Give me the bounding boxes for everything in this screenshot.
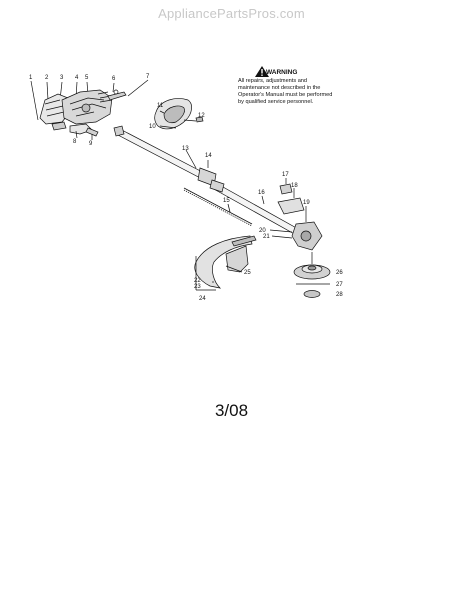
part-label-6: 6: [112, 76, 116, 82]
watermark-text: AppliancePartsPros.com: [158, 6, 305, 21]
part-label-26: 26: [336, 270, 343, 276]
recoil-cover-drawing: [154, 98, 204, 130]
part-label-15: 15: [223, 198, 230, 204]
part-label-10: 10: [149, 124, 156, 130]
warning-triangle-icon: [255, 66, 269, 77]
part-label-24: 24: [199, 296, 206, 302]
warning-title: WARNING: [266, 69, 298, 76]
part-label-12: 12: [198, 113, 205, 119]
warning-text: All repairs, adjustments and maintenance…: [238, 78, 333, 105]
part-label-23: 23: [194, 284, 201, 290]
flex-cable-drawing: [183, 187, 253, 227]
part-label-18: 18: [291, 183, 298, 189]
part-label-27: 27: [336, 282, 343, 288]
cutting-head-drawing: [293, 252, 331, 298]
shaft-clamp-drawing: [277, 178, 305, 215]
part-label-5: 5: [85, 75, 89, 81]
part-label-8: 8: [73, 139, 77, 145]
part-label-3: 3: [60, 75, 64, 81]
part-label-2: 2: [45, 75, 49, 81]
part-labels: 1 2 3 4 5 6 7 8 9 10 11 12 13 14 15 16 1…: [29, 74, 343, 302]
part-label-1: 1: [29, 75, 33, 81]
part-label-17: 17: [282, 172, 289, 178]
gear-head-drawing: [269, 206, 323, 251]
part-label-16: 16: [258, 190, 265, 196]
upper-drive-shaft-drawing: [113, 125, 217, 187]
part-label-28: 28: [336, 292, 343, 298]
part-label-11: 11: [157, 103, 164, 109]
part-label-7: 7: [146, 74, 150, 80]
part-label-9: 9: [89, 141, 93, 147]
part-label-13: 13: [182, 146, 189, 152]
part-label-19: 19: [303, 200, 310, 206]
part-label-25: 25: [244, 270, 251, 276]
part-label-21: 21: [263, 234, 270, 240]
part-label-14: 14: [205, 153, 212, 159]
part-label-4: 4: [75, 75, 79, 81]
part-label-22: 22: [194, 278, 201, 284]
blade-guard-drawing: [194, 235, 257, 291]
diagram-code: 3/08: [214, 401, 249, 420]
engine-assembly-drawing: [30, 79, 149, 140]
part-label-20: 20: [259, 228, 266, 234]
